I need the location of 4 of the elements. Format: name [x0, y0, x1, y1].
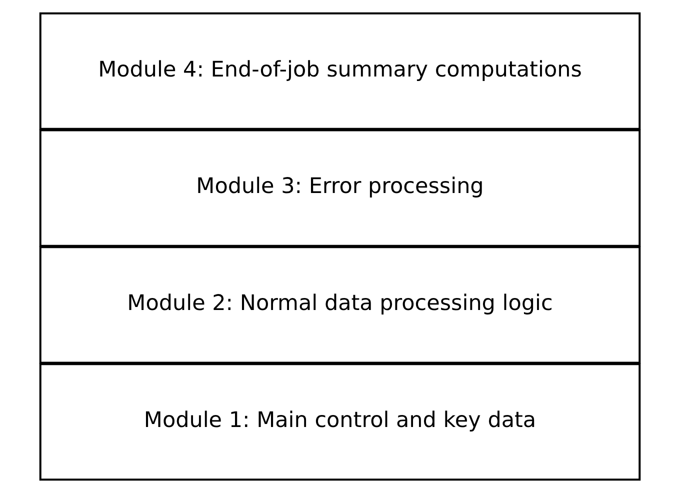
node-box: Module 4: End-of-job summary computations	[38, 12, 640, 130]
node-box: Module 3: Error processing	[38, 129, 640, 247]
node-box: Module 2: Normal data processing logic	[38, 246, 640, 364]
node-box: Module 1: Main control and key data	[38, 363, 640, 481]
